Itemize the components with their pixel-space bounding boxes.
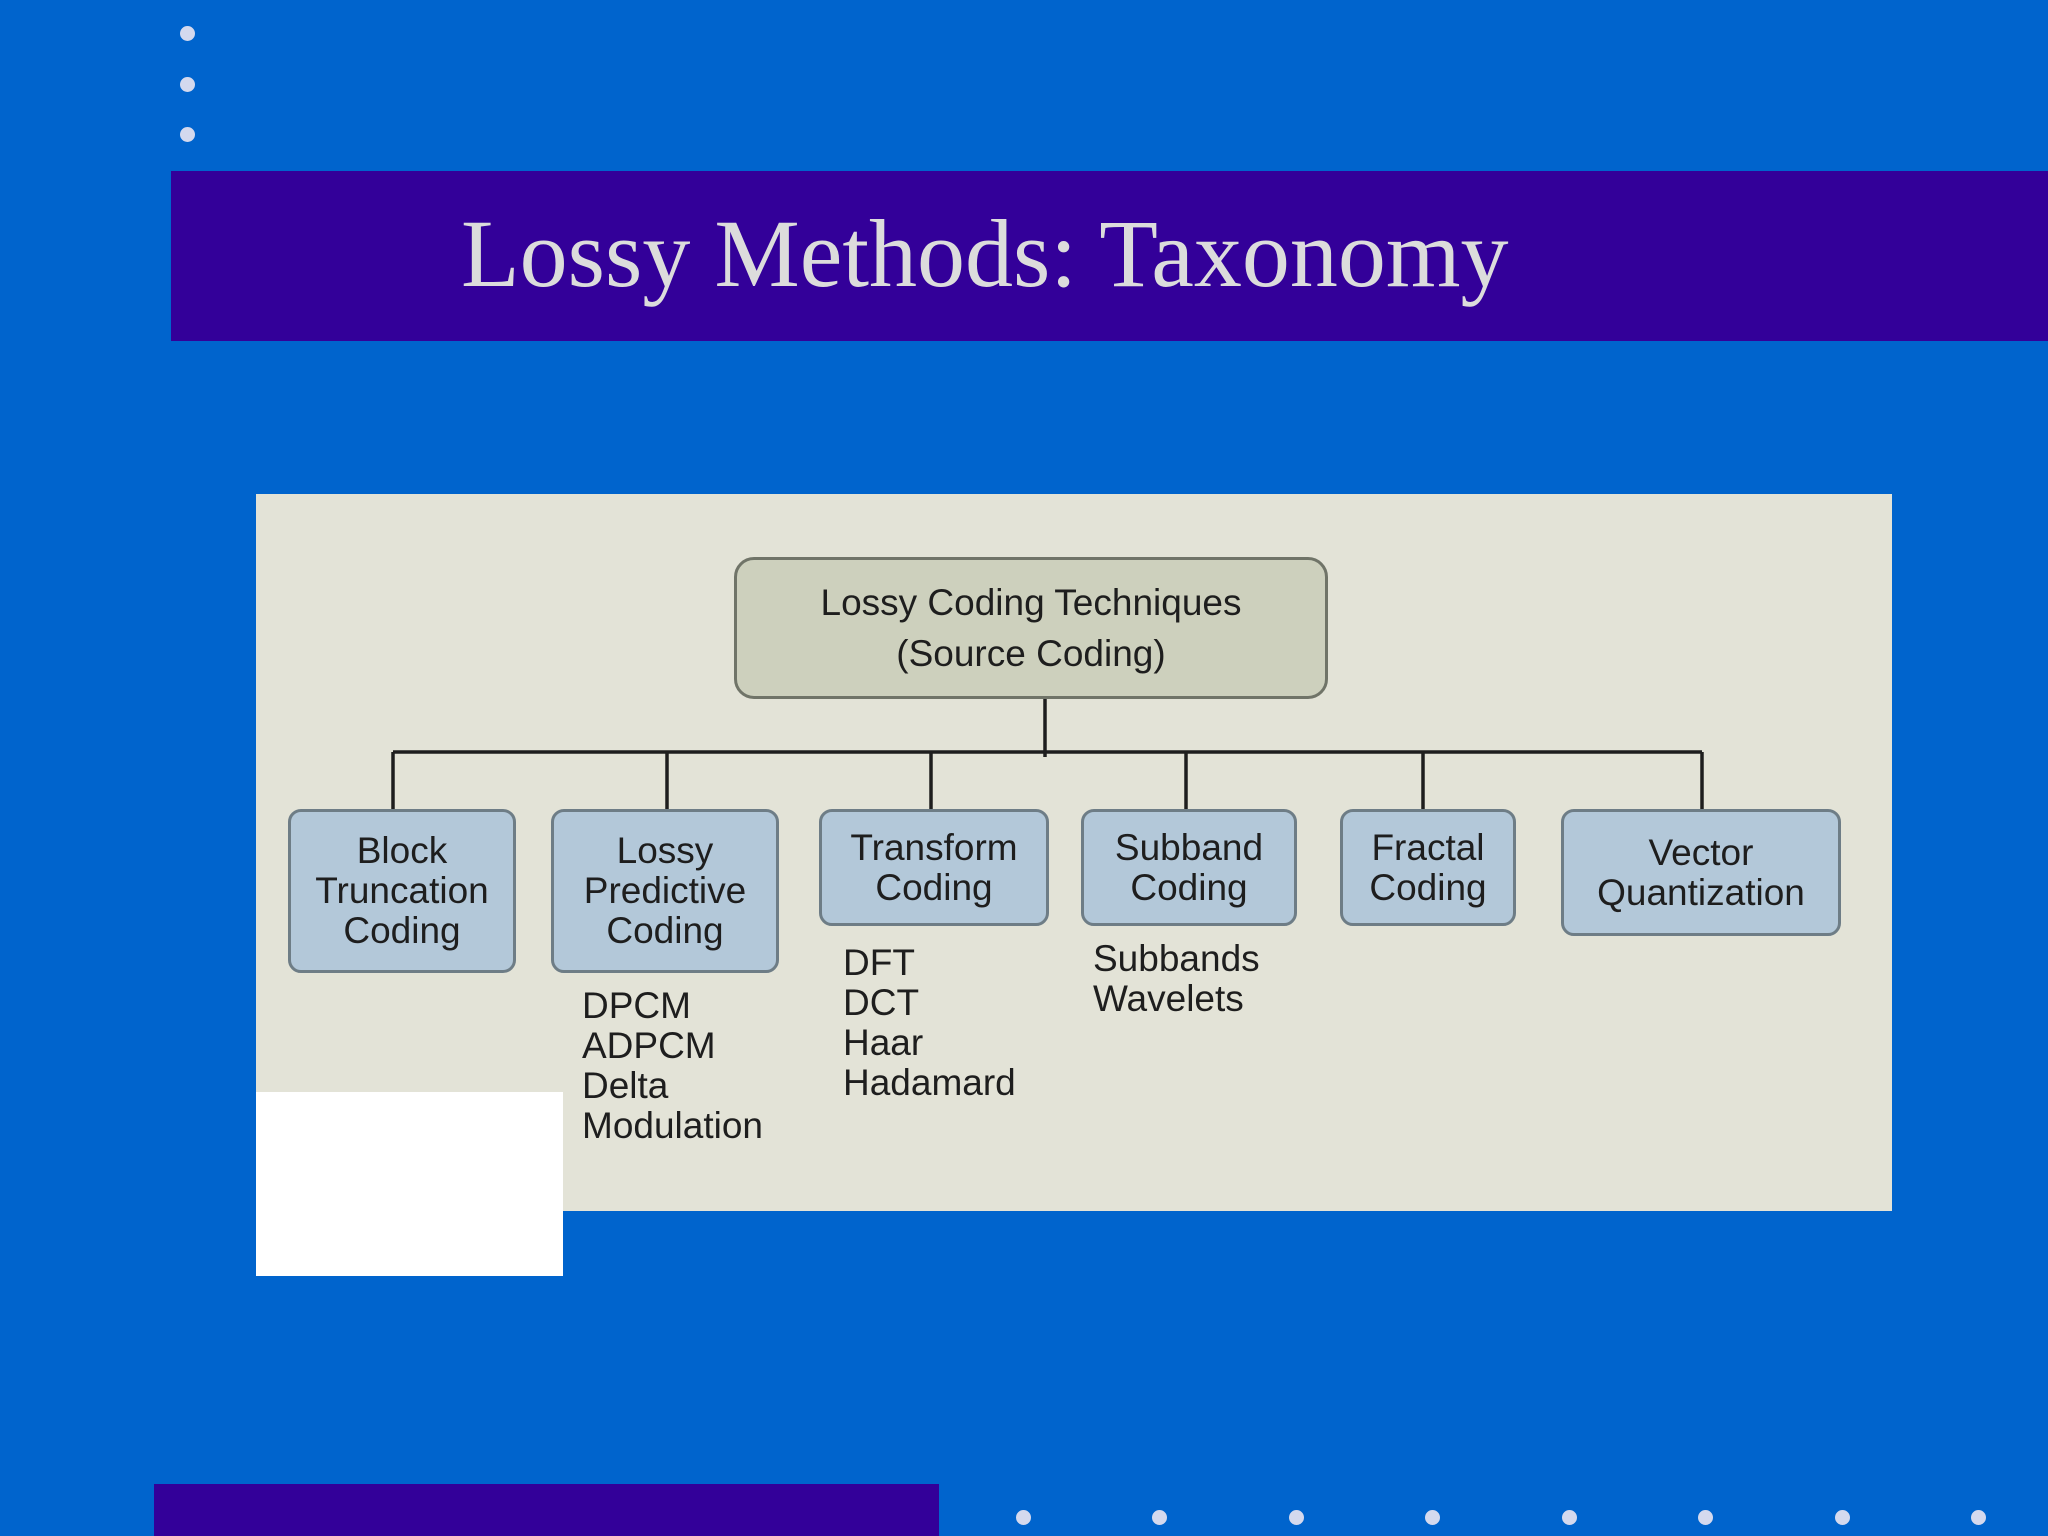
method-item: DPCM <box>582 985 691 1026</box>
method-item: ADPCM <box>582 1025 716 1066</box>
node-transform-coding: Transform Coding <box>819 809 1049 926</box>
method-item: Wavelets <box>1093 978 1244 1019</box>
bottom-band <box>154 1484 939 1536</box>
node-label: Vector Quantization <box>1597 831 1805 913</box>
node-label: Fractal Coding <box>1369 826 1487 908</box>
node-fractal-coding: Fractal Coding <box>1340 809 1516 926</box>
transform-coding-methods: DFT DCT Haar Hadamard <box>843 943 1016 1103</box>
method-item: Haar <box>843 1022 924 1063</box>
method-item: Hadamard <box>843 1062 1016 1103</box>
decor-dot <box>1016 1510 1031 1525</box>
title-band: Lossy Methods: Taxonomy <box>171 171 2048 341</box>
decor-dot <box>1698 1510 1713 1525</box>
node-vector-quantization: Vector Quantization <box>1561 809 1841 936</box>
method-item: Delta <box>582 1065 669 1106</box>
decor-dot <box>1835 1510 1850 1525</box>
node-subband-coding: Subband Coding <box>1081 809 1297 926</box>
decor-dot <box>180 77 195 92</box>
method-item: Subbands <box>1093 938 1260 979</box>
decor-dot <box>1971 1510 1986 1525</box>
predictive-coding-methods: DPCM ADPCM Delta Modulation <box>582 986 763 1146</box>
node-lossy-predictive-coding: Lossy Predictive Coding <box>551 809 779 973</box>
method-item: Modulation <box>582 1105 764 1146</box>
method-item: DCT <box>843 982 920 1023</box>
decor-dot <box>1152 1510 1167 1525</box>
root-node: Lossy Coding Techniques (Source Coding) <box>734 557 1328 699</box>
slide-title: Lossy Methods: Taxonomy <box>461 200 1509 307</box>
decor-dot <box>180 127 195 142</box>
node-label: Lossy Predictive Coding <box>583 830 747 951</box>
node-block-truncation-coding: Block Truncation Coding <box>288 809 516 973</box>
decor-dot <box>180 26 195 41</box>
decor-dot <box>1289 1510 1304 1525</box>
root-node-label: Lossy Coding Techniques (Source Coding) <box>820 582 1242 674</box>
node-label: Transform Coding <box>850 826 1018 908</box>
blank-overlay <box>256 1092 563 1276</box>
decor-dot <box>1425 1510 1440 1525</box>
node-label: Block Truncation Coding <box>315 830 489 951</box>
method-item: DFT <box>843 942 915 983</box>
subband-coding-methods: Subbands Wavelets <box>1093 939 1260 1019</box>
decor-dot <box>1562 1510 1577 1525</box>
node-label: Subband Coding <box>1114 826 1264 908</box>
